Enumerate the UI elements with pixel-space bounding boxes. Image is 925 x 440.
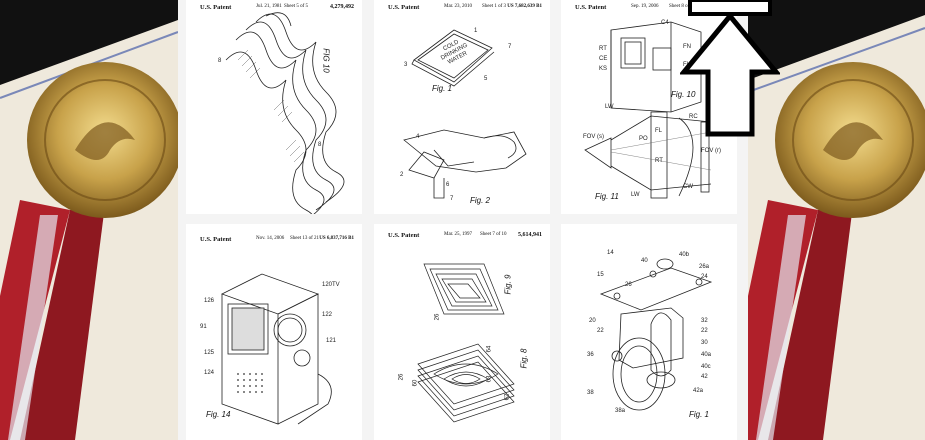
- ref-numeral: 40a: [701, 352, 711, 358]
- figure-label: FIG 10: [322, 48, 331, 72]
- patent-sheet-2: U.S. Patent Mar. 23, 2010 Sheet 1 of 3 U…: [374, 0, 550, 214]
- wavy-ribbon-drawing: [186, 0, 362, 214]
- tv-cabinet-drawing: [186, 224, 362, 440]
- ref-numeral: FOV (s): [583, 134, 604, 140]
- ref-numeral: RT: [599, 46, 607, 52]
- figure-label: Fig. 9: [504, 274, 513, 294]
- patent-drawings-grid: U.S. Patent Jul. 21, 1981 Sheet 5 of 5 4…: [178, 0, 748, 440]
- ref-numeral: KS: [599, 66, 607, 72]
- ref-numeral: RT: [655, 158, 663, 164]
- layered-plates-drawing: [374, 224, 550, 440]
- ref-numeral: 2: [400, 172, 403, 178]
- ref-numeral: LW: [605, 104, 614, 110]
- figure-label: Fig. 11: [595, 192, 619, 201]
- ref-numeral: 24: [701, 274, 708, 280]
- caster-wheel-drawing: [561, 224, 737, 440]
- figure-label: Fig. 1: [689, 410, 709, 419]
- ref-numeral: 121: [326, 338, 336, 344]
- patent-sheet-1: U.S. Patent Jul. 21, 1981 Sheet 5 of 5 4…: [186, 0, 362, 214]
- ref-numeral: 122: [322, 312, 332, 318]
- ref-numeral: FOV (r): [701, 148, 721, 154]
- ref-numeral: 40b: [679, 252, 689, 258]
- ref-numeral: 42a: [693, 388, 703, 394]
- figure-label: Fig. 2: [470, 196, 490, 205]
- ref-numeral: 38a: [615, 408, 625, 414]
- patent-sheet-5: U.S. Patent Mar. 25, 1997 Sheet 7 of 10 …: [374, 224, 550, 440]
- ref-numeral: 14: [607, 250, 614, 256]
- ref-numeral: 26: [434, 314, 440, 321]
- ref-numeral: 7: [450, 196, 453, 202]
- ref-numeral: 26a: [699, 264, 709, 270]
- ref-numeral: 6: [446, 182, 449, 188]
- ref-numeral: CE: [599, 56, 607, 62]
- ref-numeral: 126: [204, 298, 214, 304]
- ref-numeral: 36: [587, 352, 594, 358]
- ref-numeral: 125: [204, 350, 214, 356]
- ref-numeral: 120TV: [322, 282, 340, 288]
- ref-numeral: FL: [655, 128, 662, 134]
- patent-sheet-4: U.S. Patent Nov. 14, 2006 Sheet 13 of 21…: [186, 224, 362, 440]
- ref-numeral: 64: [486, 346, 492, 353]
- ref-numeral: 60: [412, 380, 418, 387]
- ref-numeral: 15: [597, 272, 604, 278]
- ref-numeral: 22: [701, 328, 708, 334]
- ref-numeral: 3: [404, 62, 407, 68]
- ref-numeral: 26: [398, 374, 404, 381]
- ref-numeral: 124: [204, 370, 214, 376]
- ref-numeral: PO: [639, 136, 648, 142]
- up-arrow-icon: [680, 0, 780, 140]
- ref-numeral: 38: [587, 390, 594, 396]
- ref-numeral: 32: [701, 318, 708, 324]
- ref-numeral: 5: [484, 76, 487, 82]
- ref-numeral: 7: [508, 44, 511, 50]
- ref-numeral: 30: [701, 340, 708, 346]
- ref-numeral: 63: [486, 376, 492, 383]
- ref-numeral: 62: [504, 394, 510, 401]
- ref-numeral: 91: [200, 324, 207, 330]
- figure-label: Fig. 1: [432, 84, 452, 93]
- figure-label: Fig. 8: [520, 348, 529, 368]
- ref-numeral: 42: [701, 374, 708, 380]
- ref-numeral: 8: [318, 142, 321, 148]
- water-pouch-drawing: [374, 0, 550, 214]
- ref-numeral: 20: [589, 318, 596, 324]
- ref-numeral: 8: [218, 58, 221, 64]
- ref-numeral: 26: [625, 282, 632, 288]
- ref-numeral: CW: [683, 184, 693, 190]
- ref-numeral: 4: [416, 134, 419, 140]
- ref-numeral: 1: [474, 28, 477, 34]
- ref-numeral: 40: [641, 258, 648, 264]
- ref-numeral: C4: [661, 20, 669, 26]
- figure-label: Fig. 14: [206, 410, 230, 419]
- certificate-background-left: [0, 0, 178, 440]
- ref-numeral: LW: [631, 192, 640, 198]
- patent-sheet-6: Fig. 1 14 40 40b 26a 15 24 26 20 32 22 2…: [561, 224, 737, 440]
- ref-numeral: 40c: [701, 364, 711, 370]
- ref-numeral: 22: [597, 328, 604, 334]
